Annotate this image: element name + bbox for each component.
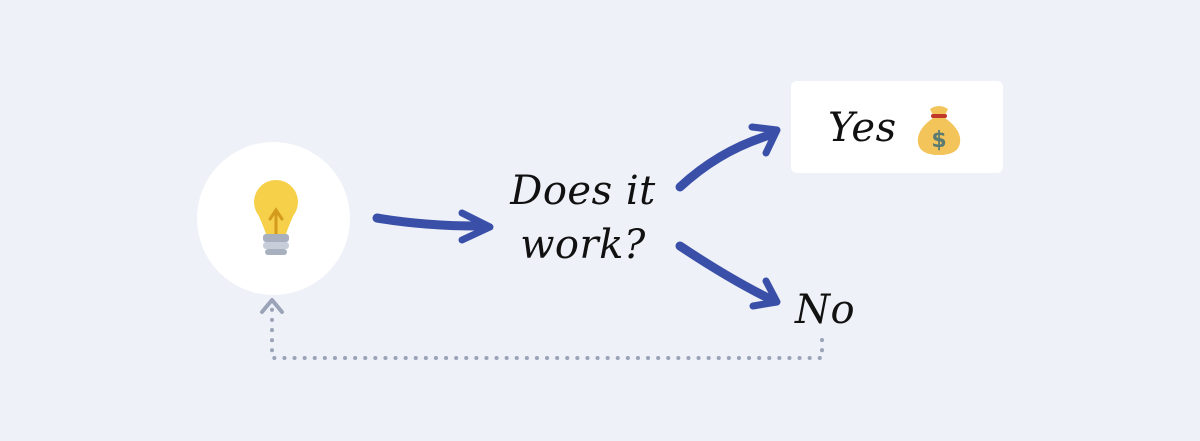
svg-text:$: $ xyxy=(931,128,946,153)
question-label: Does it work? xyxy=(488,164,678,272)
yes-box xyxy=(791,81,1003,173)
question-line-1: Does it xyxy=(510,168,656,214)
money-bag-icon: $ xyxy=(917,106,961,155)
arrow-to-no xyxy=(675,241,781,310)
lightbulb-icon xyxy=(254,180,298,255)
yes-label: Yes xyxy=(828,105,897,151)
idea-circle xyxy=(197,142,350,295)
arrow-idea-to-question xyxy=(372,209,494,244)
loop-back-arrow xyxy=(260,298,824,360)
arrow-to-yes xyxy=(675,123,781,192)
no-label: No xyxy=(795,287,856,333)
question-line-2: work? xyxy=(520,222,646,268)
